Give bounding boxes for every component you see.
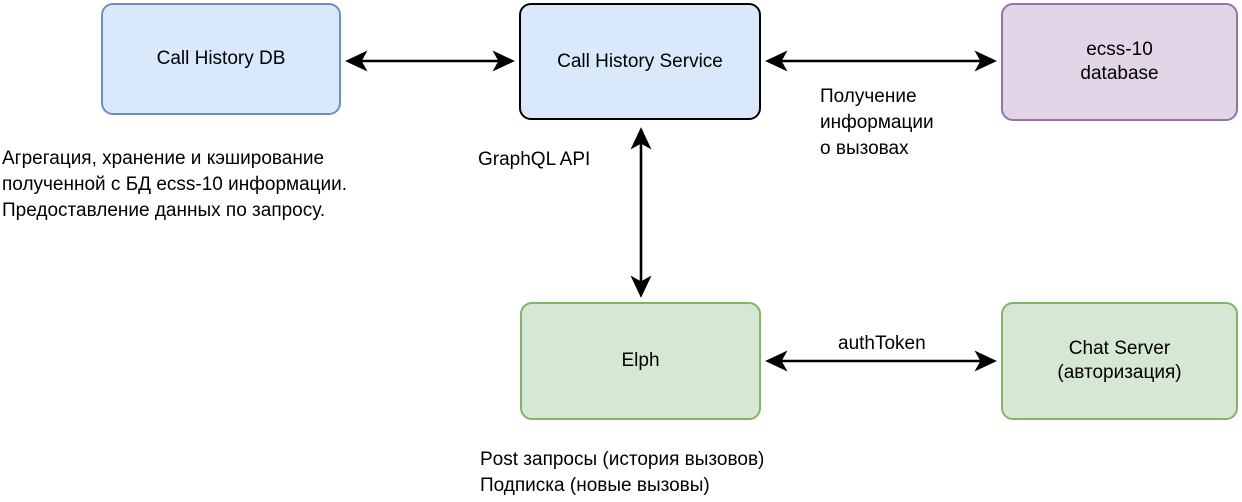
node-call-history-db[interactable]: Call History DB xyxy=(101,3,341,115)
node-elph-label: Elph xyxy=(621,350,660,371)
caption-db-description: Агрегация, хранение и кэширование получе… xyxy=(2,148,348,221)
node-call-history-service-label: Call History Service xyxy=(557,50,723,72)
node-call-history-db-label: Call History DB xyxy=(156,48,286,69)
node-elph[interactable]: Elph xyxy=(520,302,761,420)
edge-label-graphql-api: GraphQL API xyxy=(478,149,591,170)
node-chat-server[interactable]: Chat Server (авторизация) xyxy=(1001,302,1238,420)
node-call-history-service[interactable]: Call History Service xyxy=(519,3,761,120)
node-ecss-10-database[interactable]: ecss-10 database xyxy=(1001,3,1238,121)
node-chat-server-label: Chat Server (авторизация) xyxy=(1057,338,1182,383)
node-ecss-10-database-label: ecss-10 database xyxy=(1080,39,1159,84)
edge-label-call-info: Получение информации о вызовах xyxy=(820,86,934,159)
edge-label-auth-token: authToken xyxy=(838,333,926,354)
caption-elph-description: Post запросы (история вызовов) Подписка … xyxy=(480,449,765,496)
